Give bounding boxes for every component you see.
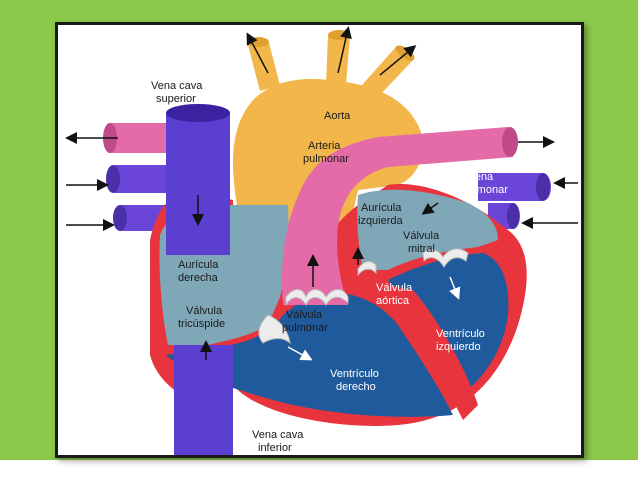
label-auricula-derecha-2: derecha [178,272,219,284]
label-ventriculo-izquierdo-1: Ventrículo [436,328,485,340]
heart-diagram-panel: Vena cava superior Aorta Arteria pulmona… [55,22,584,458]
label-valvula-pulmonar-2: pulmonar [282,322,328,334]
label-valvula-tricuspide-1: Válvula [186,305,223,317]
label-valvula-mitral-2: mitral [408,243,435,255]
septum [363,280,478,420]
vena-cava [166,104,233,455]
label-vena-cava-inferior-2: inferior [258,442,292,454]
left-atrium [357,189,498,270]
label-valvula-mitral-1: Válvula [403,230,440,242]
label-auricula-izquierda-1: Aurícula [361,202,402,214]
blood-flow-arrows-white [287,276,461,361]
label-valvula-tricuspide-2: tricúspide [178,318,225,330]
label-vena-pulmonar-1: Vena [468,171,494,183]
label-vena-cava-superior-1: Vena cava [151,80,203,92]
label-arteria-pulmonar-2: pulmonar [303,153,349,165]
left-ventricle [388,253,509,390]
label-auricula-derecha-1: Aurícula [178,259,219,271]
pulmonary-veins-right [478,173,551,229]
label-vena-cava-inferior-1: Vena cava [252,429,304,441]
label-ventriculo-derecho-1: Ventrículo [330,368,379,380]
label-valvula-pulmonar-1: Válvula [286,309,323,321]
pulmonary-artery [282,127,518,305]
label-aorta: Aorta [324,110,351,122]
label-valvula-aortica-1: Válvula [376,282,413,294]
label-vena-pulmonar-2: pulmonar [462,184,508,196]
label-ventriculo-derecho-2: derecho [336,381,376,393]
valves [258,248,469,345]
label-auricula-izquierda-2: izquierda [358,215,404,227]
label-valvula-aortica-2: aórtica [376,295,410,307]
blood-flow-arrows [65,26,578,360]
heart-diagram: Vena cava superior Aorta Arteria pulmona… [65,26,578,455]
label-arteria-pulmonar-1: Arteria [308,140,341,152]
label-vena-cava-superior-2: superior [156,93,196,105]
label-ventriculo-izquierdo-2: izquierdo [436,341,481,353]
